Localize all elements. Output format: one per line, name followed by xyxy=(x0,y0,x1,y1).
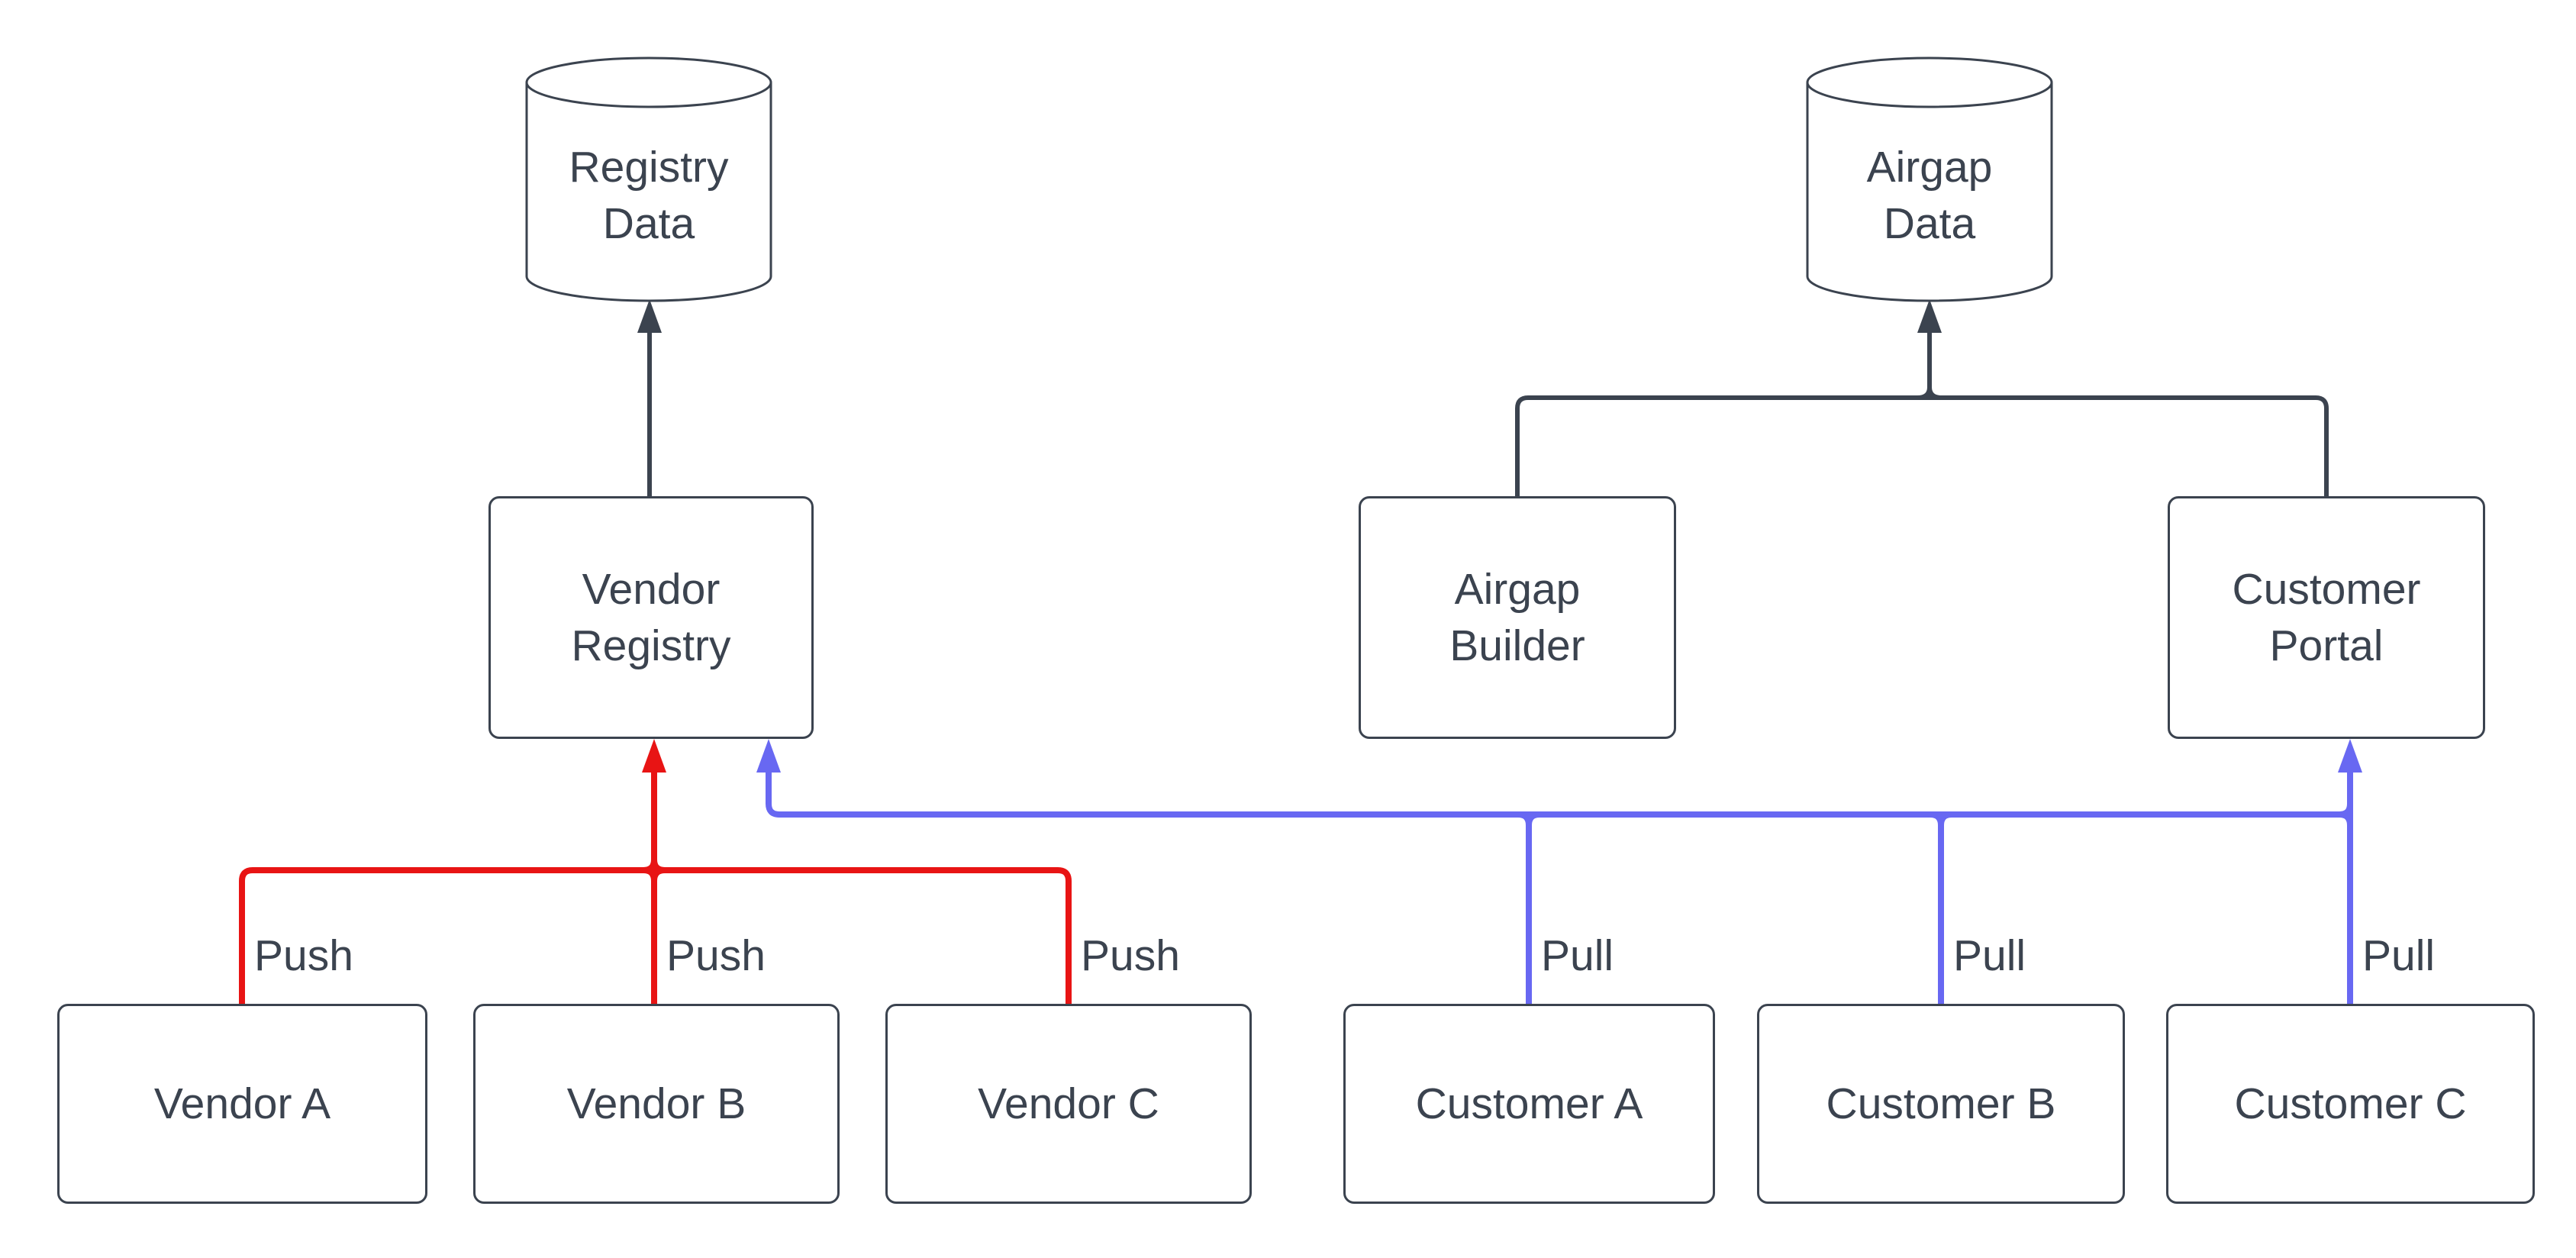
arrowhead-customer-portal-pull xyxy=(2338,739,2362,773)
dark-arrowheads xyxy=(637,299,1942,333)
node-customer-a: Customer A xyxy=(1343,1004,1715,1204)
node-vendor-c: Vendor C xyxy=(885,1004,1252,1204)
node-vendor-b: Vendor B xyxy=(473,1004,840,1204)
push-edges xyxy=(239,771,1072,1004)
arrowhead-airgap-data xyxy=(1917,299,1942,333)
node-customer-c: Customer C xyxy=(2166,1004,2535,1204)
push-arrowheads xyxy=(642,739,666,773)
cylinder-registry-data-top xyxy=(525,56,772,108)
node-customer-b: Customer B xyxy=(1757,1004,2125,1204)
cylinder-registry-data-body xyxy=(525,82,772,302)
node-airgap-builder: Airgap Builder xyxy=(1359,496,1676,739)
node-airgap-data-label: Airgap Data xyxy=(1866,142,1993,248)
dark-edges xyxy=(647,330,2329,496)
edge-label-pull-customer-c: Pull xyxy=(2362,931,2436,980)
edge-airgap-branch-u xyxy=(1515,395,2329,496)
pull-edges xyxy=(766,771,2353,1004)
edge-pull-horizontal xyxy=(766,771,2350,818)
edge-airgap-merge-bump xyxy=(1917,386,1942,400)
pull-arrowheads xyxy=(756,739,2362,773)
edge-label-pull-customer-b: Pull xyxy=(1953,931,2026,980)
edge-label-pull-customer-a: Pull xyxy=(1541,931,1614,980)
edge-pull-junction-fillets xyxy=(1517,803,2353,826)
arrowhead-vendor-registry-pull xyxy=(756,739,781,773)
node-vendor-a: Vendor A xyxy=(57,1004,427,1204)
edge-push-junction-bump xyxy=(643,859,666,882)
arrowhead-vendor-registry-push xyxy=(642,739,666,773)
edge-label-push-vendor-b: Push xyxy=(666,931,766,980)
arrowhead-registry-data xyxy=(637,299,662,333)
edge-label-push-vendor-a: Push xyxy=(254,931,353,980)
cylinder-registry-data xyxy=(525,56,772,302)
node-registry-data-label: Registry Data xyxy=(569,142,729,248)
cylinder-airgap-data-top xyxy=(1806,56,2053,108)
edge-label-push-vendor-c: Push xyxy=(1081,931,1180,980)
node-vendor-registry: Vendor Registry xyxy=(488,496,814,739)
node-customer-portal: Customer Portal xyxy=(2168,496,2485,739)
cylinder-airgap-data xyxy=(1806,56,2053,302)
cylinder-airgap-data-body xyxy=(1806,82,2053,302)
